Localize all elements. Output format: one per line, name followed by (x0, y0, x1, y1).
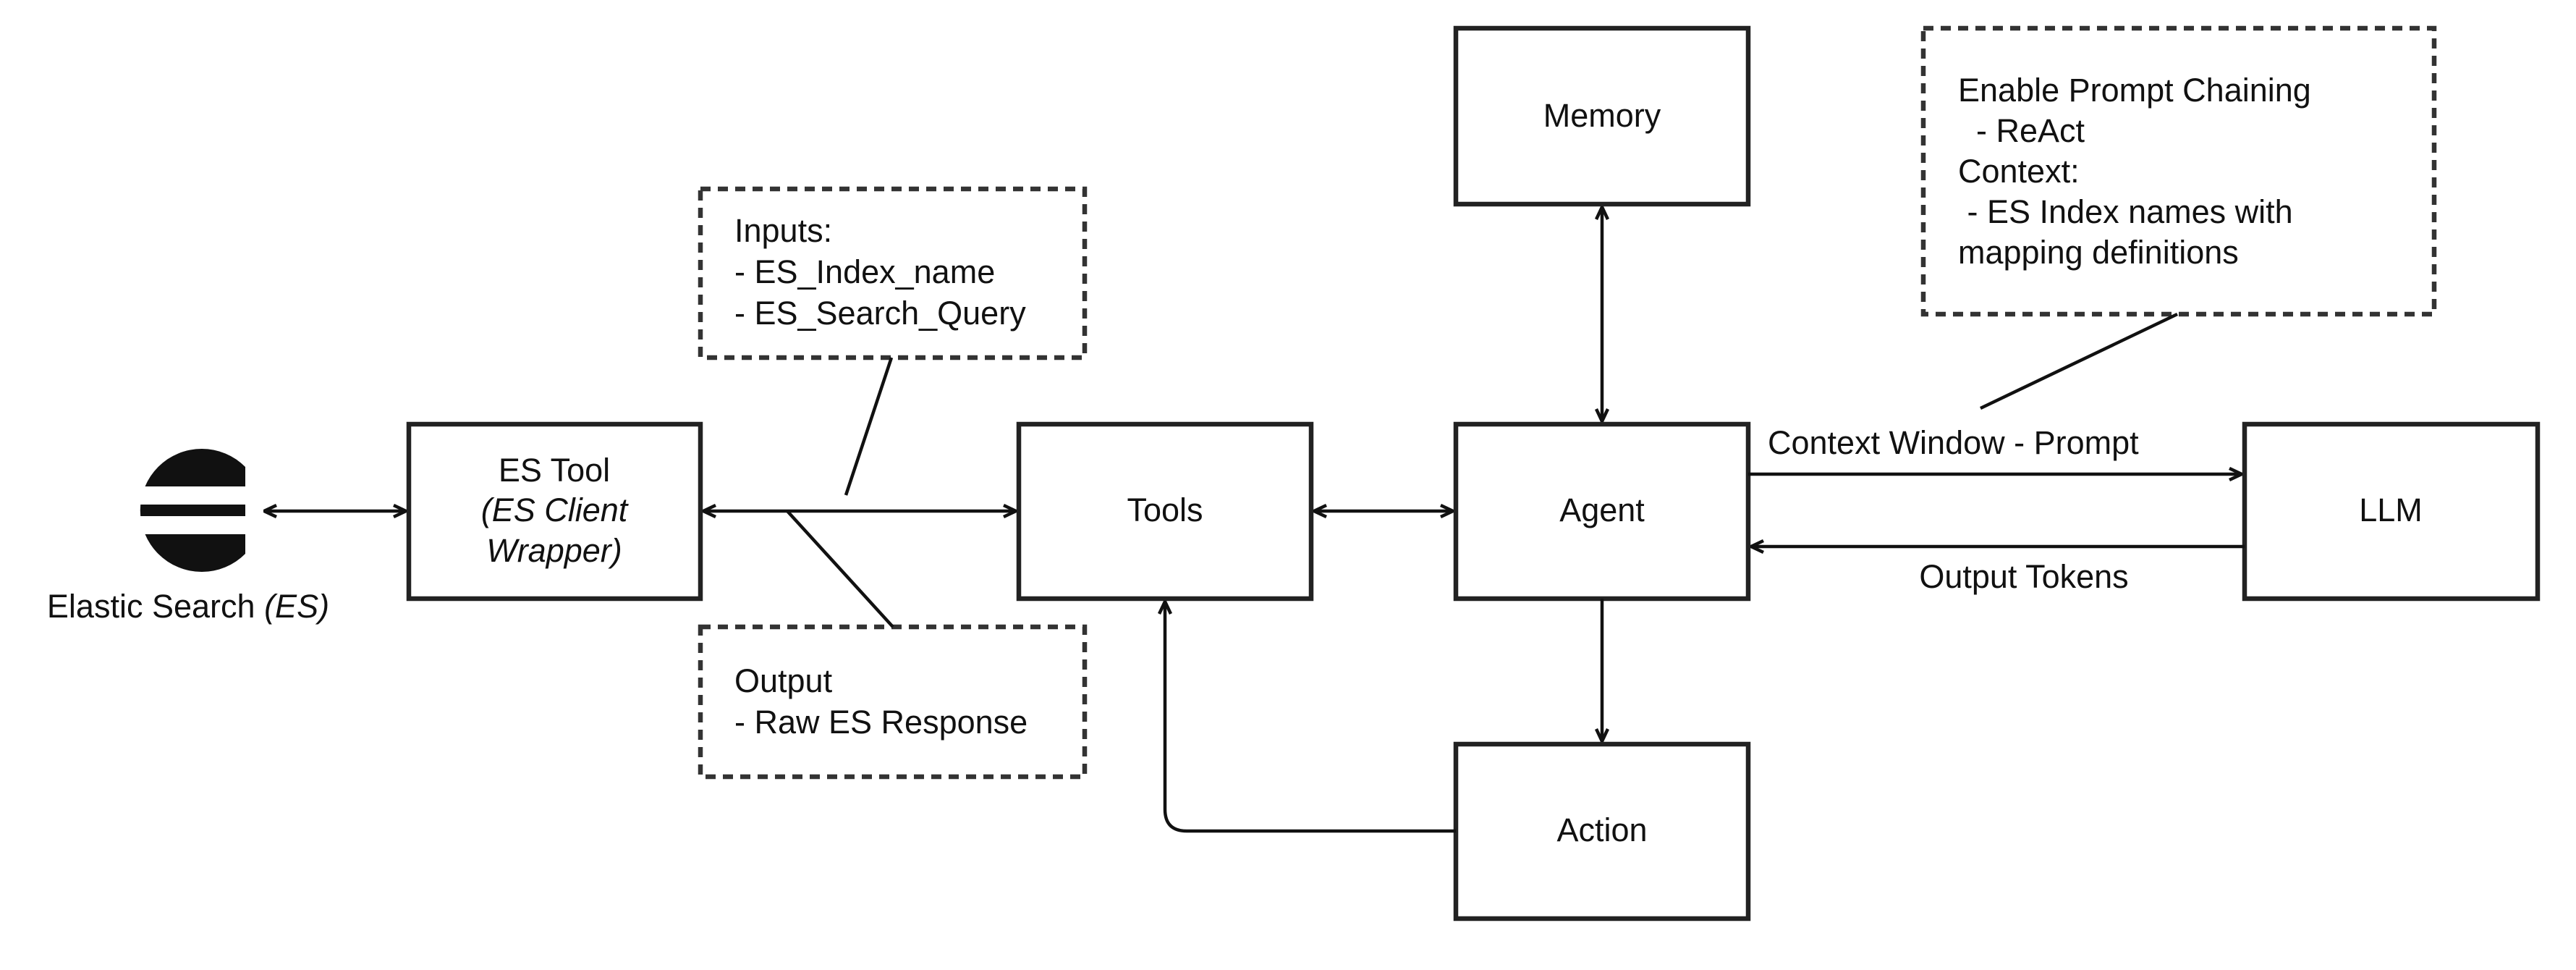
output-note-line-2: - Raw ES Response (734, 704, 1028, 741)
prompt-note-line-1: Enable Prompt Chaining (1958, 72, 2311, 109)
inputs-callout-line (844, 357, 894, 496)
output-callout-line (786, 510, 894, 628)
prompt-chaining-note (1920, 25, 2437, 317)
action-to-tools-arrow (1165, 602, 1456, 833)
output-tokens-label: Output Tokens (1919, 558, 2128, 595)
inputs-note-line-1: Inputs: (734, 212, 832, 249)
inputs-note (698, 186, 1088, 360)
llm-label: LLM (2359, 492, 2423, 528)
elastic-search-label: Elastic Search (ES) (47, 588, 329, 625)
action-label: Action (1556, 811, 1647, 848)
agent-box (1453, 421, 1751, 602)
memory-box (1453, 25, 1751, 207)
agent-label: Agent (1559, 492, 1645, 528)
output-note-line-1: Output (734, 662, 833, 699)
output-note (698, 624, 1088, 780)
es-tool-sublabel-2: Wrapper) (486, 532, 622, 569)
tools-box (1016, 421, 1314, 602)
prompt-note-line-5: mapping definitions (1958, 234, 2239, 271)
inputs-note-line-3: - ES_Search_Query (734, 295, 1026, 332)
llm-box (2242, 421, 2541, 602)
inputs-note-line-2: - ES_Index_name (734, 253, 995, 290)
es-tool-box (406, 421, 703, 602)
es-tool-sublabel-1: (ES Client (481, 492, 630, 528)
prompt-callout-line (1980, 312, 2178, 410)
tools-label: Tools (1127, 492, 1203, 528)
memory-label: Memory (1543, 97, 1661, 134)
prompt-note-line-4: - ES Index names with (1958, 193, 2293, 230)
prompt-note-line-2: - ReAct (1958, 112, 2085, 149)
prompt-note-line-3: Context: (1958, 153, 2080, 190)
context-window-label: Context Window - Prompt (1768, 424, 2139, 461)
es-tool-label: ES Tool (499, 452, 610, 489)
elasticsearch-logo-icon (116, 449, 253, 573)
